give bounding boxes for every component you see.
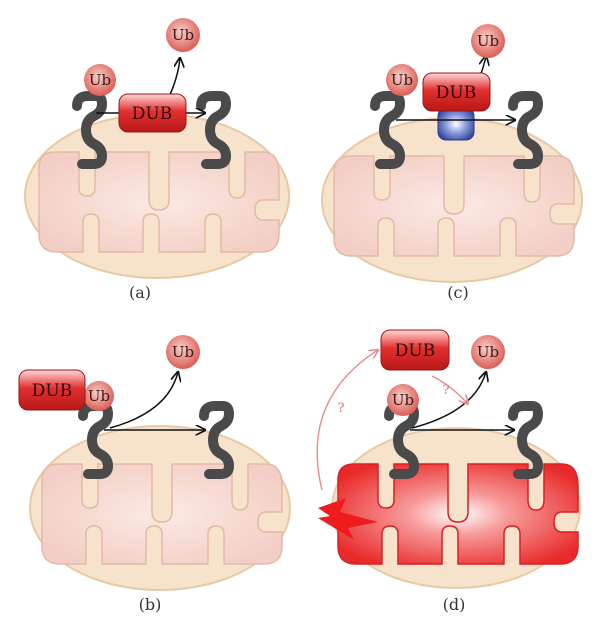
ub-released: Ub — [166, 335, 200, 369]
mitochondrion-b — [29, 425, 291, 591]
ub-label: Ub — [477, 32, 499, 50]
question-mark-right: ? — [443, 383, 450, 398]
ub-bound: Ub — [386, 64, 418, 96]
panel-c: Ub Ub DUB (c) — [321, 24, 583, 302]
mitochondrion-c — [321, 117, 583, 283]
panel-a: Ub Ub DUB (a) — [24, 18, 290, 302]
dub-label: DUB — [436, 83, 476, 103]
caption-b: (b) — [139, 595, 162, 614]
ub-released: Ub — [471, 335, 505, 369]
ub-released: Ub — [471, 24, 505, 58]
release-arrow — [109, 372, 178, 429]
dub-box: DUB — [422, 72, 491, 112]
ub-label: Ub — [172, 343, 194, 361]
release-arrow — [167, 58, 180, 100]
ub-released: Ub — [166, 18, 200, 52]
panel-b: Ub Ub DUB (b) — [18, 335, 291, 614]
ub-label: Ub — [172, 26, 194, 44]
ub-label: Ub — [88, 387, 110, 405]
dub-box: DUB — [380, 329, 450, 371]
membrane-protein — [437, 107, 475, 141]
release-arrow — [411, 372, 486, 429]
caption-a: (a) — [129, 283, 151, 302]
ub-bound: Ub — [84, 64, 116, 96]
ub-label: Ub — [477, 343, 499, 361]
ub-label: Ub — [89, 71, 111, 89]
activation-arrow — [431, 375, 468, 404]
recruitment-arrow — [316, 350, 378, 491]
question-mark-left: ? — [338, 401, 345, 416]
ub-label: Ub — [392, 391, 414, 409]
dub-label: DUB — [395, 341, 435, 361]
ub-bound: Ub — [84, 381, 114, 411]
mitochondrion-d — [331, 427, 581, 589]
dub-label: DUB — [32, 381, 72, 401]
caption-c: (c) — [447, 283, 468, 302]
dub-box: DUB — [118, 93, 187, 133]
mitochondrion-a — [24, 113, 290, 279]
ub-bound: Ub — [387, 384, 419, 416]
stress-bolt-icon — [318, 498, 378, 540]
dub-label: DUB — [132, 104, 172, 124]
ub-label: Ub — [391, 71, 413, 89]
panel-d: Ub Ub DUB ? ? (d) — [316, 329, 581, 614]
caption-d: (d) — [443, 595, 466, 614]
dub-box: DUB — [18, 369, 86, 411]
